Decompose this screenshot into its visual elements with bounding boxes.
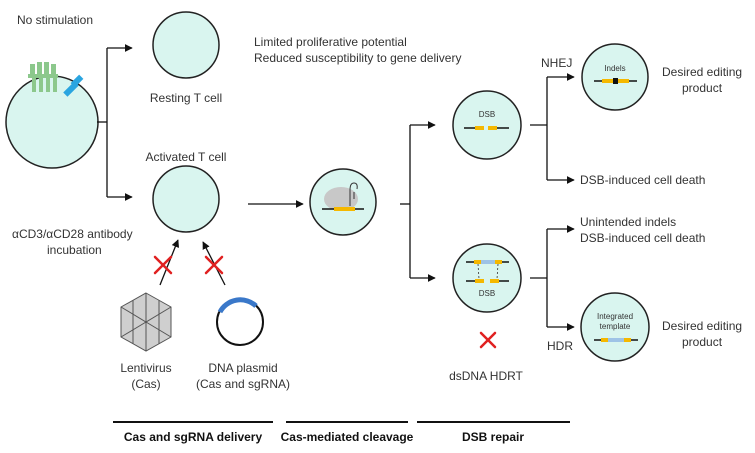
dsb-label-bottom: DSB	[479, 289, 495, 298]
plasmid-label: DNA plasmid	[208, 361, 277, 375]
repair-branch-connector	[400, 121, 436, 282]
virus-icon	[120, 292, 172, 352]
plasmid-sub-label: (Cas and sgRNA)	[196, 377, 290, 391]
dsb-cell-death-bottom-label: DSB-induced cell death	[580, 231, 705, 245]
indel-dna	[594, 78, 637, 84]
dsb-label-top: DSB	[479, 110, 495, 119]
limited-potential-label: Limited proliferative potential	[254, 35, 407, 49]
dsb-cell-top	[452, 90, 522, 160]
indels-label: Indels	[604, 64, 625, 73]
antibody-icon	[63, 74, 84, 97]
desired-product-top-label: Desired editing	[662, 65, 742, 79]
antibody-incubation-label: αCD3/αCD28 antibody	[12, 227, 133, 241]
starting-t-cell	[5, 75, 99, 169]
lentivirus-sub-label: (Cas)	[131, 377, 160, 391]
reduced-susceptibility-label: Reduced susceptibility to gene delivery	[254, 51, 461, 65]
hdr-label: HDR	[547, 339, 573, 353]
hdr-branch-connector	[530, 225, 575, 331]
integrated-label: Integrated	[597, 312, 633, 321]
activated-t-cell	[152, 165, 220, 233]
desired-product-bottom-sub-label: product	[682, 335, 723, 349]
desired-product-top-sub-label: product	[682, 81, 723, 95]
red-cross-icon	[153, 255, 173, 275]
integrated-template-cell	[580, 292, 650, 362]
nhej-branch-connector	[530, 73, 575, 184]
stage-label-repair: DSB repair	[462, 430, 524, 444]
branch-connector	[97, 44, 133, 201]
no-stimulation-label: No stimulation	[17, 13, 93, 27]
unintended-indels-label: Unintended indels	[580, 215, 676, 229]
hdrt-template-dna	[466, 260, 509, 283]
dsdna-hdrt-label: dsDNA HDRT	[449, 369, 523, 383]
activated-t-cell-label: Activated T cell	[146, 150, 227, 164]
receptor-icon	[28, 62, 58, 92]
integrated-dna	[594, 338, 638, 342]
stage-label-cleavage: Cas-mediated cleavage	[281, 430, 414, 444]
cas-complex-icon	[322, 182, 364, 211]
lentivirus-label: Lentivirus	[120, 361, 171, 375]
red-cross-icon	[204, 255, 224, 275]
nhej-label: NHEJ	[541, 56, 572, 70]
stage-label-delivery: Cas and sgRNA delivery	[124, 430, 263, 444]
dsb-cell-death-label: DSB-induced cell death	[580, 173, 705, 187]
red-cross-icon	[479, 331, 497, 349]
indels-cell	[581, 43, 649, 111]
resting-t-cell	[152, 11, 220, 79]
plasmid-icon	[216, 297, 264, 346]
template-label: template	[600, 322, 631, 331]
resting-t-cell-label: Resting T cell	[150, 91, 222, 105]
antibody-incubation-label-2: incubation	[47, 243, 102, 257]
desired-product-bottom-label: Desired editing	[662, 319, 742, 333]
dsb-cell-bottom	[452, 243, 522, 313]
dsb-dna	[464, 126, 509, 130]
